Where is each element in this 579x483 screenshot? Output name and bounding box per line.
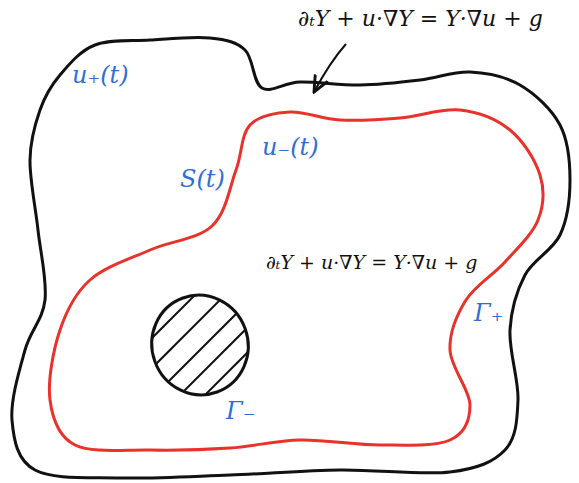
region-label: u₊(t) [72,62,129,90]
outer-boundary [12,37,570,478]
boundary-label: Γ₊ [474,300,503,328]
obstacle [130,275,270,410]
leader-arrow [314,44,346,92]
interface-curve [49,110,543,451]
interface-label: S(t) [180,166,225,194]
region-label: u₋(t) [262,134,319,162]
boundary-label: Γ₋ [226,398,255,426]
equation-label: ∂ₜY + u·∇Y = Y·∇u + g [266,252,477,274]
equation-label: ∂ₜY + u·∇Y = Y·∇u + g [298,6,543,31]
